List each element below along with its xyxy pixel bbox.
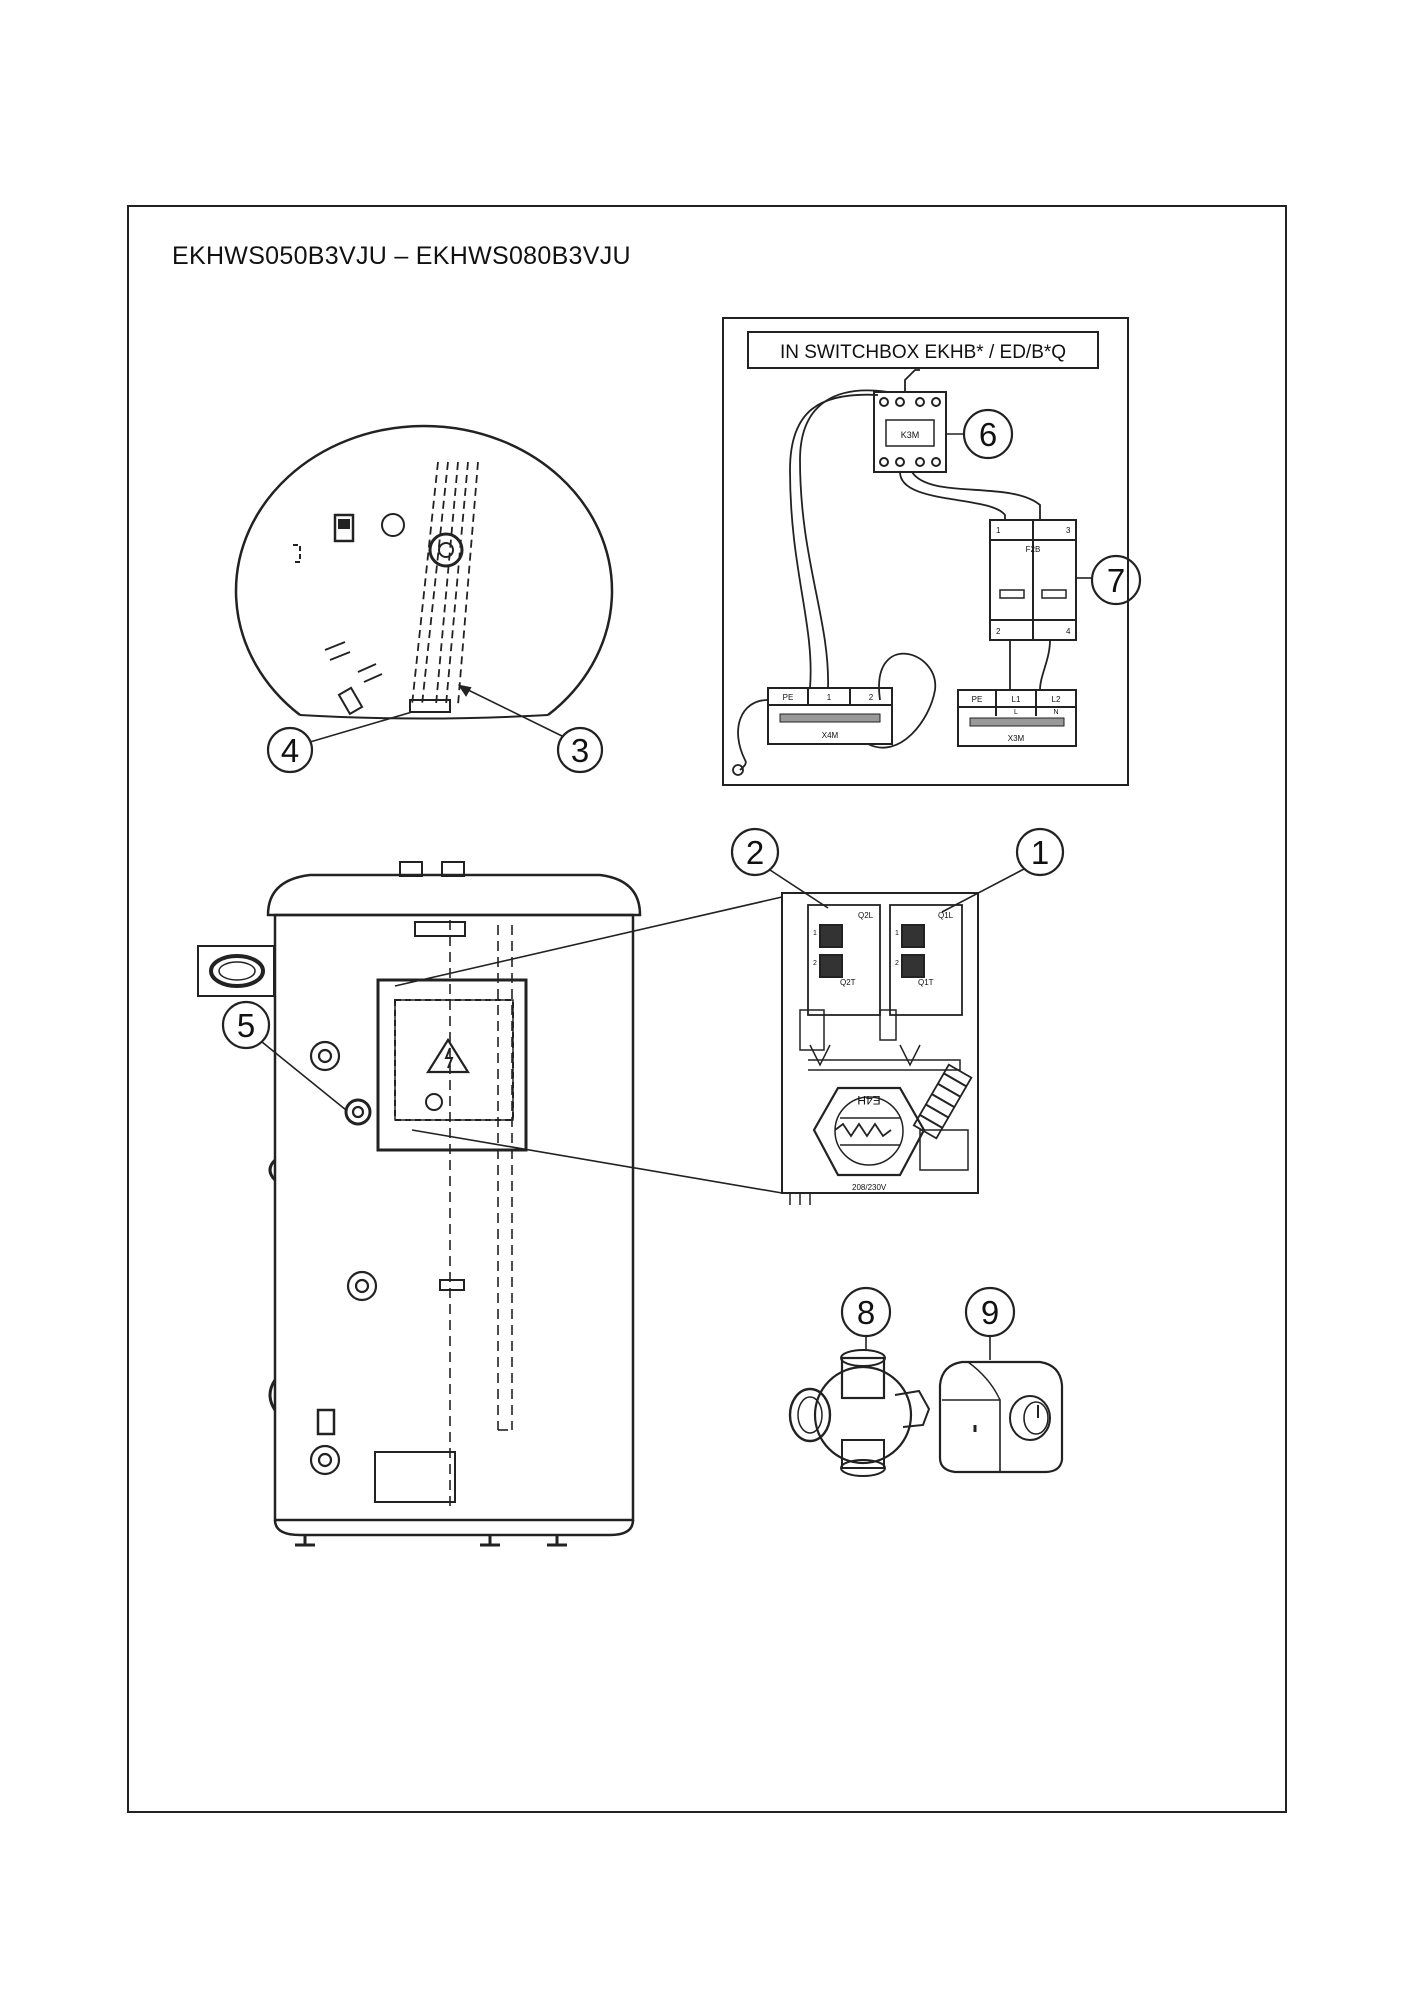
gasket-ring-icon xyxy=(197,945,275,997)
pin-label-1a: 1 xyxy=(813,930,817,937)
callout-5-label: 5 xyxy=(237,1007,255,1044)
x3m-terminal-l2: L2 xyxy=(1052,695,1061,704)
thermostat-q2l-label: Q2L xyxy=(858,911,874,920)
x4m-terminal-1: 1 xyxy=(827,693,832,702)
switchbox-panel: IN SWITCHBOX EKHB* / ED/B*Q K3M F2B 1 3 … xyxy=(722,317,1142,786)
tank-front-view xyxy=(266,861,642,1547)
x3m-terminal-pe: PE xyxy=(972,695,983,704)
callout-8-label: 8 xyxy=(857,1294,875,1331)
breaker-terminal-3: 3 xyxy=(1066,526,1071,535)
callout-6: 6 xyxy=(946,408,1014,460)
x4m-terminal-2: 2 xyxy=(869,693,874,702)
thermostat-detail: Q2L Q1L Q2T Q1T 1 2 1 2 E4H 208/230V xyxy=(781,892,979,1205)
contactor-label: K3M xyxy=(901,430,920,440)
callout-1: 1 xyxy=(941,827,1065,913)
breaker-terminal-1: 1 xyxy=(996,526,1001,535)
breaker-terminal-4: 4 xyxy=(1066,627,1071,636)
callout-7: 7 xyxy=(1076,554,1142,606)
drawing-frame xyxy=(127,205,1287,1813)
thermostat-q2t-label: Q2T xyxy=(840,978,856,987)
breaker-terminal-2: 2 xyxy=(996,627,1001,636)
pin-label-2a: 2 xyxy=(813,960,817,967)
callout-8: 8 xyxy=(840,1286,892,1350)
callout-3-label: 3 xyxy=(571,732,589,769)
tank-top-view xyxy=(234,424,614,720)
callout-2: 2 xyxy=(730,827,829,909)
thermostat-q1t-label: Q1T xyxy=(918,978,934,987)
voltage-label: 208/230V xyxy=(852,1183,887,1192)
breaker-label: F2B xyxy=(1026,545,1041,554)
x3m-label: X3M xyxy=(1008,734,1025,743)
switchbox-header: IN SWITCHBOX EKHB* / ED/B*Q xyxy=(780,342,1066,363)
page-title: EKHWS050B3VJU – EKHWS080B3VJU xyxy=(172,242,631,270)
thermostat-q1l-label: Q1L xyxy=(938,911,954,920)
callout-4-label: 4 xyxy=(281,732,299,769)
three-way-valve xyxy=(788,1349,931,1477)
callout-2-label: 2 xyxy=(746,834,764,871)
valve-actuator xyxy=(938,1360,1064,1474)
callout-9: 9 xyxy=(964,1286,1016,1360)
heater-label: E4H xyxy=(857,1093,880,1107)
callout-6-label: 6 xyxy=(979,416,997,453)
callout-9-label: 9 xyxy=(981,1294,999,1331)
callout-7-label: 7 xyxy=(1107,562,1125,599)
pin-label-2b: 2 xyxy=(895,960,899,967)
x4m-label: X4M xyxy=(822,731,839,740)
x3m-terminal-l1: L1 xyxy=(1012,695,1021,704)
callout-5: 5 xyxy=(221,1000,347,1111)
x4m-terminal-pe: PE xyxy=(783,693,794,702)
callout-1-label: 1 xyxy=(1031,834,1049,871)
x3m-sub-l: L xyxy=(1014,709,1018,716)
callout-3: 3 xyxy=(457,684,604,774)
pin-label-1b: 1 xyxy=(895,930,899,937)
x3m-sub-n: N xyxy=(1053,709,1058,716)
callout-4: 4 xyxy=(266,711,413,774)
